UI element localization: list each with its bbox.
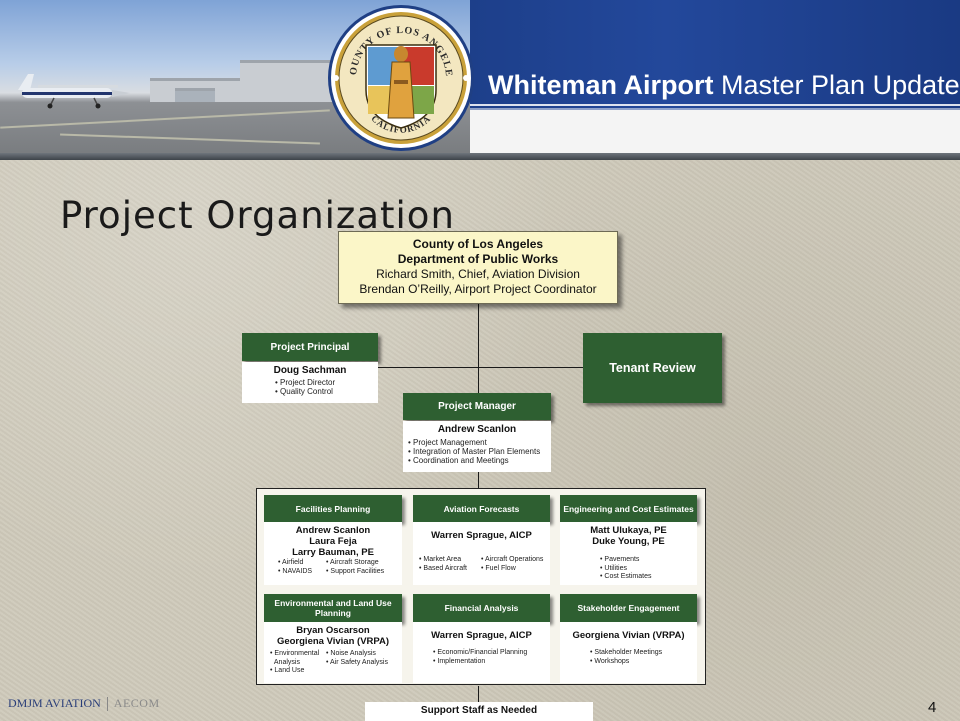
manager-item: • Coordination and Meetings: [408, 456, 509, 465]
support-staff-label: Support Staff as Needed: [420, 705, 538, 716]
stakeholder-item: • Workshops: [590, 657, 630, 665]
header-banner: Whiteman Airport Master Plan Update COUN…: [0, 0, 960, 160]
engineering-name: Matt Ulukaya, PE: [590, 525, 667, 536]
stakeholder-body: Georgiena Vivian (VRPA) • Stakeholder Me…: [560, 622, 697, 683]
facilities-header-label: Facilities Planning: [295, 503, 371, 514]
financial-body: Warren Sprague, AICP • Economic/Financia…: [413, 622, 550, 683]
engineering-item: • Cost Estimates: [600, 573, 652, 580]
forecasts-item: • Fuel Flow: [481, 564, 516, 572]
stakeholder-header-label: Stakeholder Engagement: [577, 603, 680, 613]
forecasts-header: Aviation Forecasts: [413, 495, 550, 522]
page-title: Project Organization: [60, 194, 455, 237]
manager-item: • Integration of Master Plan Elements: [408, 447, 541, 456]
banner-title: Whiteman Airport Master Plan Update: [488, 70, 960, 100]
manager-item: • Project Management: [408, 438, 487, 447]
logo-separator: [106, 697, 108, 712]
facilities-item: • NAVAIDS: [278, 567, 313, 575]
engineering-header-label: Engineering and Cost Estimates: [563, 503, 694, 514]
financial-name: Warren Sprague, AICP: [431, 630, 532, 641]
environmental-item: • Environmental: [270, 650, 320, 657]
principal-item: • Quality Control: [275, 387, 333, 396]
tenant-review-label: Tenant Review: [609, 361, 696, 375]
page-number: 4: [928, 699, 937, 716]
stakeholder-header: Stakeholder Engagement: [560, 594, 697, 622]
facilities-item: • Support Facilities: [326, 567, 385, 575]
dpw-line-1: County of Los Angeles: [412, 237, 544, 251]
engineering-header: Engineering and Cost Estimates: [560, 495, 697, 522]
dpw-line-2: Department of Public Works: [397, 252, 559, 266]
dmjm-aviation-logo: DMJM AVIATION: [8, 696, 101, 710]
principal-item: • Project Director: [275, 378, 336, 387]
connector-team-support: [478, 686, 479, 702]
environmental-header-label: Environmental and Land Use: [274, 598, 392, 608]
financial-item: • Implementation: [433, 657, 486, 665]
airplane-image: [18, 74, 130, 109]
manager-header-label: Project Manager: [438, 401, 516, 412]
engineering-item: • Pavements: [600, 556, 640, 563]
stakeholder-item: • Stakeholder Meetings: [590, 649, 663, 656]
dpw-line-4: Brendan O’Reilly, Airport Project Coordi…: [359, 282, 597, 296]
principal-name: Doug Sachman: [273, 365, 347, 376]
environmental-header-label: Planning: [315, 608, 351, 618]
principal-header: Project Principal: [242, 333, 378, 361]
forecasts-item: • Aircraft Operations: [481, 556, 544, 563]
facilities-header: Facilities Planning: [264, 495, 402, 522]
forecasts-header-label: Aviation Forecasts: [443, 503, 520, 514]
banner-divider: [0, 153, 960, 160]
dpw-line-3: Richard Smith, Chief, Aviation Division: [376, 267, 580, 281]
stakeholder-name: Georgiena Vivian (VRPA): [572, 630, 685, 641]
environmental-name: Bryan Oscarson: [296, 625, 370, 636]
financial-header: Financial Analysis: [413, 594, 550, 622]
facilities-body: Andrew Scanlon Laura Feja Larry Bauman, …: [264, 522, 402, 585]
manager-body: Andrew Scanlon • Project Management • In…: [403, 421, 551, 472]
engineering-name: Duke Young, PE: [592, 536, 665, 547]
support-staff-box: Support Staff as Needed: [365, 702, 593, 721]
forecasts-name: Warren Sprague, AICP: [431, 530, 532, 541]
dpw-box: County of Los Angeles Department of Publ…: [338, 231, 618, 304]
financial-header-label: Financial Analysis: [444, 603, 519, 613]
engineering-body: Matt Ulukaya, PE Duke Young, PE • Paveme…: [560, 522, 697, 585]
financial-item: • Economic/Financial Planning: [433, 649, 528, 656]
facilities-name: Andrew Scanlon: [295, 525, 371, 536]
environmental-item: • Land Use: [270, 667, 305, 674]
tenant-review-box: Tenant Review: [583, 333, 722, 403]
manager-name: Andrew Scanlon: [437, 424, 517, 435]
facilities-name: Laura Feja: [309, 536, 357, 547]
facilities-item: • Aircraft Storage: [326, 559, 379, 566]
connector-manager-team: [478, 472, 479, 489]
environmental-body: Bryan Oscarson Georgiena Vivian (VRPA) •…: [264, 622, 402, 683]
county-seal-logo: COUNTY OF LOS ANGELES CALIFORNIA: [326, 0, 474, 151]
connector-main-vertical: [478, 304, 479, 394]
environmental-item: Analysis: [273, 658, 300, 666]
forecasts-item: • Based Aircraft: [419, 564, 467, 572]
connector-horizontal: [377, 367, 584, 368]
principal-header-label: Project Principal: [270, 341, 350, 353]
title-band: [470, 0, 960, 110]
company-logo: DMJM AVIATION AECOM: [8, 696, 160, 712]
manager-header: Project Manager: [403, 393, 551, 420]
environmental-header: Environmental and Land Use Planning: [264, 594, 402, 622]
facilities-name: Larry Bauman, PE: [292, 547, 374, 558]
forecasts-item: • Market Area: [419, 556, 462, 563]
environmental-name: Georgiena Vivian (VRPA): [276, 636, 390, 647]
engineering-item: • Utilities: [600, 564, 627, 572]
principal-body: Doug Sachman • Project Director • Qualit…: [242, 362, 378, 403]
aecom-logo: AECOM: [113, 696, 160, 710]
forecasts-body: Warren Sprague, AICP • Market Area • Bas…: [413, 522, 550, 585]
facilities-item: • Airfield: [278, 559, 304, 566]
environmental-item: • Air Safety Analysis: [326, 658, 388, 666]
environmental-item: • Noise Analysis: [326, 650, 376, 657]
